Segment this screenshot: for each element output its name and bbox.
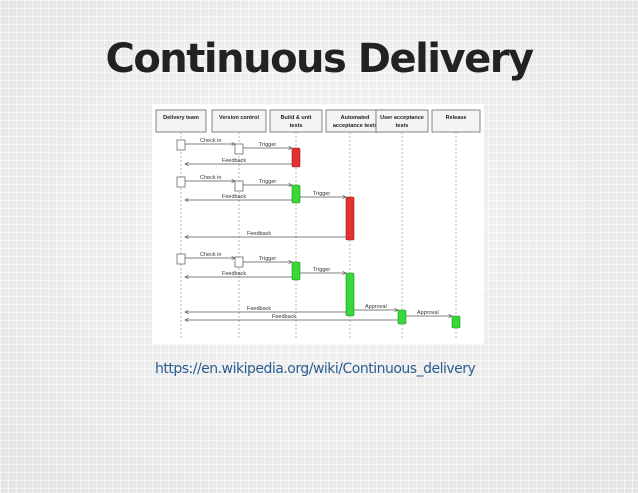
message-label: Trigger	[259, 256, 276, 262]
message-label: Trigger	[313, 191, 330, 197]
lane-label: User acceptance	[380, 115, 424, 121]
release-passed-bar	[451, 315, 461, 329]
lane-label-line2: tests	[290, 123, 303, 129]
message-label: Check in	[200, 252, 221, 258]
acceptance-passed-bar	[345, 272, 355, 317]
message-label: Check in	[200, 138, 221, 144]
lane-label: Build & unit	[281, 115, 312, 121]
lane-delivery-team: Delivery team	[155, 109, 207, 340]
lane-label-line2: acceptance tests	[333, 123, 377, 129]
lane-header-box	[431, 109, 481, 133]
build-passed-bar	[291, 184, 301, 204]
wikipedia-link[interactable]: https://en.wikipedia.org/wiki/Continuous…	[155, 361, 476, 377]
activation-box	[234, 256, 244, 268]
message-label: Feedback	[247, 231, 271, 237]
activation-box	[176, 176, 186, 188]
lane-version-control: Version control	[211, 109, 267, 340]
build-passed-bar	[291, 261, 301, 281]
acceptance-failed-bar	[345, 196, 355, 241]
build-failed-bar	[291, 147, 301, 168]
activation-box	[234, 180, 244, 192]
activation-box	[176, 253, 186, 265]
lane-user-acceptance-tests: User acceptance tests	[375, 109, 429, 340]
lane-header-box	[211, 109, 267, 133]
activation-box	[234, 143, 244, 155]
message-label: Trigger	[259, 179, 276, 185]
message-label: Feedback	[247, 306, 271, 312]
lane-label: Automated	[341, 115, 370, 121]
activation-box	[176, 139, 186, 151]
lane-release: Release	[431, 109, 481, 340]
lane-label: Release	[446, 115, 467, 121]
lane-header-box	[155, 109, 207, 133]
message-label: Check in	[200, 175, 221, 181]
lane-label: Delivery team	[163, 115, 199, 121]
lane-label: Version control	[219, 115, 260, 121]
lane-build-unit-tests: Build & unit tests	[269, 109, 323, 340]
message-label: Trigger	[313, 267, 330, 273]
lane-label-line2: tests	[396, 123, 409, 129]
uat-passed-bar	[397, 309, 407, 325]
message-label: Trigger	[259, 142, 276, 148]
message-label: Approval	[417, 310, 439, 316]
message-label: Approval	[365, 304, 387, 310]
messages	[185, 144, 452, 320]
message-label: Feedback	[222, 271, 246, 277]
sequence-diagram: Delivery team Version control Build & un…	[152, 104, 484, 344]
message-label: Feedback	[222, 194, 246, 200]
message-label: Feedback	[222, 158, 246, 164]
slide-title: Continuous Delivery	[105, 36, 534, 82]
message-label: Feedback	[272, 314, 296, 320]
